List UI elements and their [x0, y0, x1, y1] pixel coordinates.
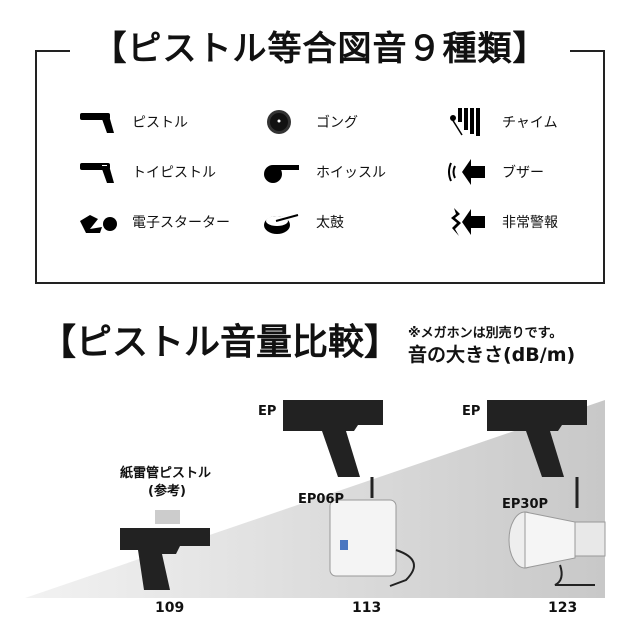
signal-types-title: 【ピストル等合図音９種類】 [70, 26, 570, 72]
signal-label: ブザー [502, 165, 544, 181]
signal-item-toy-pistol: トイピストル [78, 157, 216, 187]
toy-pistol-icon [80, 163, 114, 183]
signal-item-drum: 太鼓 [262, 207, 344, 237]
ep-pistol-image-1 [283, 400, 383, 498]
signal-label: 太鼓 [316, 215, 344, 231]
drum-icon [264, 214, 299, 234]
signal-label: 電子スターター [132, 215, 230, 231]
pistol-icon [80, 113, 114, 133]
signal-item-gong: ゴング [262, 107, 358, 137]
signal-item-buzzer: ブザー [448, 157, 544, 187]
ep06p-label: EP06P [298, 492, 345, 507]
ep-label-1: EP [258, 404, 277, 419]
ep-label-2: EP [462, 404, 481, 419]
volume-comparison-graphic [25, 400, 606, 598]
signal-label: ゴング [316, 115, 358, 131]
paper-cap-pistol-label: 紙雷管ピストル [120, 466, 212, 481]
signal-label: 非常警報 [502, 215, 558, 231]
volume-value-ep30p: 123 [548, 600, 578, 616]
ep-pistol-image-2 [487, 400, 587, 508]
alarm-icon [451, 208, 485, 236]
megaphone-note: ※メガホンは別売りです。 [408, 326, 563, 341]
buzzer-icon [448, 159, 485, 185]
signal-label: ホイッスル [316, 165, 386, 181]
signal-item-chime: チャイム [448, 107, 558, 137]
volume-comparison-title: 【ピストル音量比較】 [40, 322, 401, 363]
paper-cap-pistol-note: (参考) [148, 484, 186, 499]
signal-item-alarm: 非常警報 [448, 207, 558, 237]
volume-unit-label: 音の大きさ(dB/m) [408, 344, 576, 366]
signal-item-pistol: ピストル [78, 107, 188, 137]
volume-value-paper-cap: 109 [155, 600, 185, 616]
chime-icon [450, 108, 480, 136]
gong-icon [267, 110, 291, 134]
volume-value-ep06p: 113 [352, 600, 382, 616]
signal-item-whistle: ホイッスル [262, 157, 386, 187]
ep30p-label: EP30P [502, 497, 549, 512]
signal-label: チャイム [502, 115, 558, 131]
ep30p-megaphone-image [508, 511, 606, 586]
signal-label: ピストル [132, 115, 188, 131]
whistle-icon [264, 165, 299, 183]
paper-cap-pistol-image [120, 510, 210, 590]
signal-item-electronic-starter: 電子スターター [78, 207, 230, 237]
ep06p-speaker-image [329, 499, 415, 587]
signal-label: トイピストル [132, 165, 216, 181]
electronic-starter-icon [80, 215, 117, 233]
